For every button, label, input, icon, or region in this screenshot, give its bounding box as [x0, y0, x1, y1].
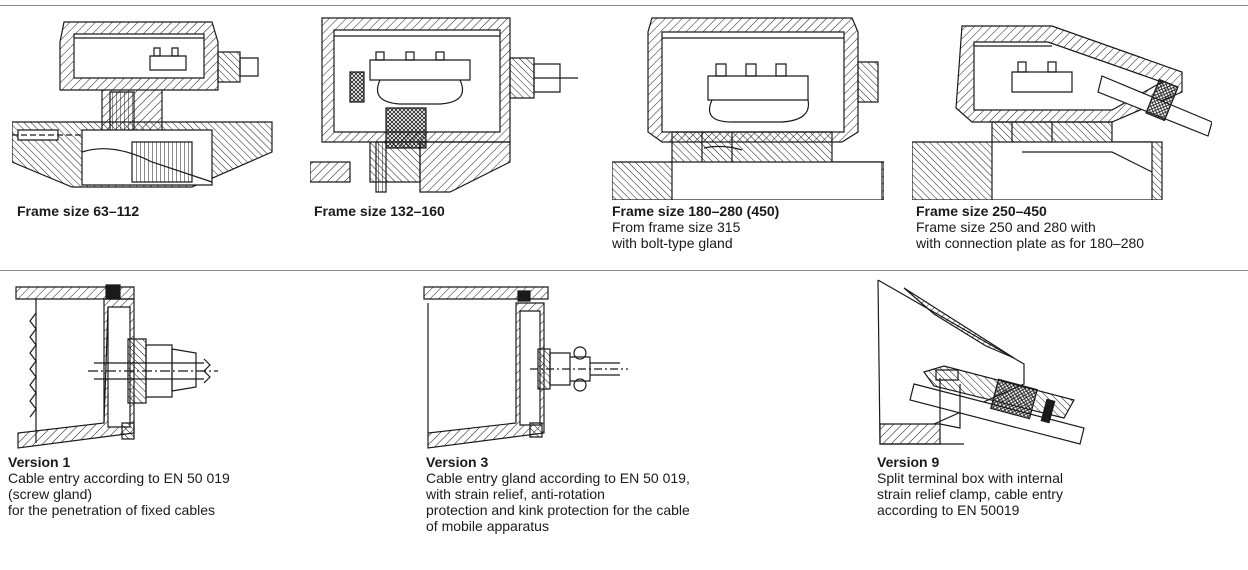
caption-line: with bolt-type gland: [612, 235, 733, 251]
caption-line: for the penetration of fixed cables: [8, 502, 216, 518]
caption-line: according to EN 50019: [877, 502, 1020, 518]
terminal-box-drawing-180-280: [612, 12, 884, 200]
caption-version-1: Version 1 Cable entry according to EN 50…: [8, 454, 230, 518]
terminal-box-drawing-63-112: [12, 12, 284, 200]
terminal-box-drawing-132-160: [310, 12, 582, 200]
caption-line: of mobile apparatus: [426, 518, 549, 534]
cable-entry-drawing-version-3: [420, 283, 632, 451]
caption-title: Frame size 180–280 (450): [612, 203, 780, 219]
caption-line: Cable entry gland according to EN 50 019…: [426, 470, 690, 486]
caption-line: strain relief clamp, cable entry: [877, 486, 1063, 502]
caption-line: Cable entry according to EN 50 019: [8, 470, 230, 486]
caption-line: with strain relief, anti-rotation: [426, 486, 605, 502]
caption-version-3: Version 3 Cable entry gland according to…: [426, 454, 690, 534]
caption-frame-180-280: Frame size 180–280 (450) From frame size…: [612, 203, 779, 251]
caption-frame-63-112: Frame size 63–112: [17, 203, 139, 219]
caption-line: Split terminal box with internal: [877, 470, 1063, 486]
caption-line: Frame size 250 and 280 with: [916, 219, 1096, 235]
top-divider: [0, 5, 1248, 6]
caption-title: Frame size 132–160: [314, 203, 445, 219]
cable-entry-drawing-version-1: [8, 283, 230, 451]
caption-line: with connection plate as for 180–280: [916, 235, 1145, 251]
caption-title: Version 9: [877, 454, 940, 470]
caption-line: protection and kink protection for the c…: [426, 502, 690, 518]
caption-line: (screw gland): [8, 486, 93, 502]
row-divider: [0, 270, 1248, 271]
caption-frame-132-160: Frame size 132–160: [314, 203, 445, 219]
terminal-box-drawing-250-450: [912, 12, 1212, 200]
caption-line: From frame size 315: [612, 219, 741, 235]
caption-frame-250-450: Frame size 250–450 Frame size 250 and 28…: [916, 203, 1144, 251]
caption-title: Frame size 63–112: [17, 203, 140, 219]
caption-title: Version 3: [426, 454, 489, 470]
caption-title: Version 1: [8, 454, 71, 470]
caption-title: Frame size 250–450: [916, 203, 1047, 219]
caption-version-9: Version 9 Split terminal box with intern…: [877, 454, 1063, 518]
cable-entry-drawing-version-9: [874, 274, 1096, 452]
